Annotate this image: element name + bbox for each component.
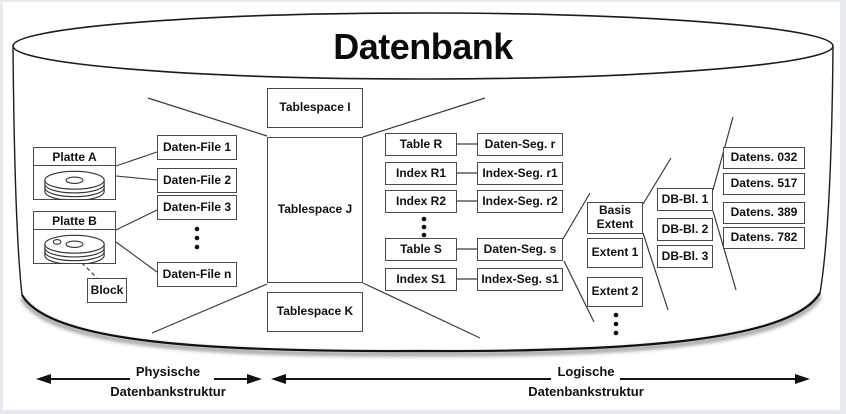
table-r-box: Table R	[385, 133, 457, 156]
disk-platte-b: Platte B	[33, 211, 116, 264]
logical-structure-arrow	[271, 374, 810, 384]
database-title: Datenbank	[333, 26, 513, 67]
daten-file-n-box: Daten-File n	[157, 262, 237, 287]
db-block-2-box: DB-Bl. 2	[657, 218, 713, 241]
record-782-box: Datens. 782	[723, 227, 805, 249]
database-cylinder	[12, 12, 834, 357]
record-517-box: Datens. 517	[723, 173, 805, 195]
db-block-3-box: DB-Bl. 3	[657, 245, 713, 268]
daten-file-2-box: Daten-File 2	[157, 168, 237, 193]
daten-file-3-box: Daten-File 3	[157, 195, 237, 220]
block-marker-icon	[52, 238, 62, 245]
index-s1-box: Index S1	[385, 268, 457, 291]
index-r1-box: Index R1	[385, 162, 457, 185]
logical-structure-label-line1: Logische	[557, 364, 615, 379]
disk-platte-a-label: Platte A	[34, 148, 115, 166]
index-r2-box: Index R2	[385, 190, 457, 213]
logical-structure-label: Logische Datenbankstruktur	[511, 362, 661, 401]
tablespace-k-box: Tablespace K	[267, 292, 363, 332]
logical-structure-label-line2: Datenbankstruktur	[528, 383, 644, 399]
index-seg-r1-box: Index-Seg. r1	[477, 162, 563, 185]
disk-platte-b-label: Platte B	[34, 212, 115, 230]
ellipsis-dots	[194, 216, 619, 336]
daten-file-1-box: Daten-File 1	[157, 135, 237, 160]
table-s-box: Table S	[385, 238, 457, 261]
daten-seg-r-box: Daten-Seg. r	[477, 133, 563, 156]
table-segment-connectors	[457, 143, 477, 280]
disk-file-connectors	[115, 151, 158, 273]
page-margin-bottom	[0, 410, 846, 414]
daten-seg-s-box: Daten-Seg. s	[477, 238, 563, 261]
basis-extent-box: Basis Extent	[587, 202, 643, 234]
disk-icon	[44, 170, 105, 200]
page-margin-top	[0, 0, 846, 2]
extent-1-box: Extent 1	[587, 238, 643, 268]
physical-structure-arrow	[36, 374, 262, 384]
disk-platte-a: Platte A	[33, 147, 116, 200]
index-seg-s1-box: Index-Seg. s1	[477, 268, 563, 291]
physical-structure-label: Physische Datenbankstruktur	[93, 362, 243, 401]
block-box: Block	[87, 278, 127, 303]
record-389-box: Datens. 389	[723, 202, 805, 224]
db-block-1-box: DB-Bl. 1	[657, 188, 713, 211]
tablespace-i-box: Tablespace I	[267, 88, 363, 128]
disk-icon	[44, 234, 105, 264]
page-margin-left	[0, 0, 3, 414]
extent-2-box: Extent 2	[587, 277, 643, 307]
tablespace-j-box: Tablespace J	[267, 137, 363, 283]
fan-lines	[147, 97, 737, 339]
index-seg-r2-box: Index-Seg. r2	[477, 190, 563, 213]
record-032-box: Datens. 032	[723, 147, 805, 169]
physical-structure-label-line2: Datenbankstruktur	[110, 383, 226, 399]
page-margin-right	[840, 0, 846, 414]
physical-structure-label-line1: Physische	[135, 364, 201, 379]
